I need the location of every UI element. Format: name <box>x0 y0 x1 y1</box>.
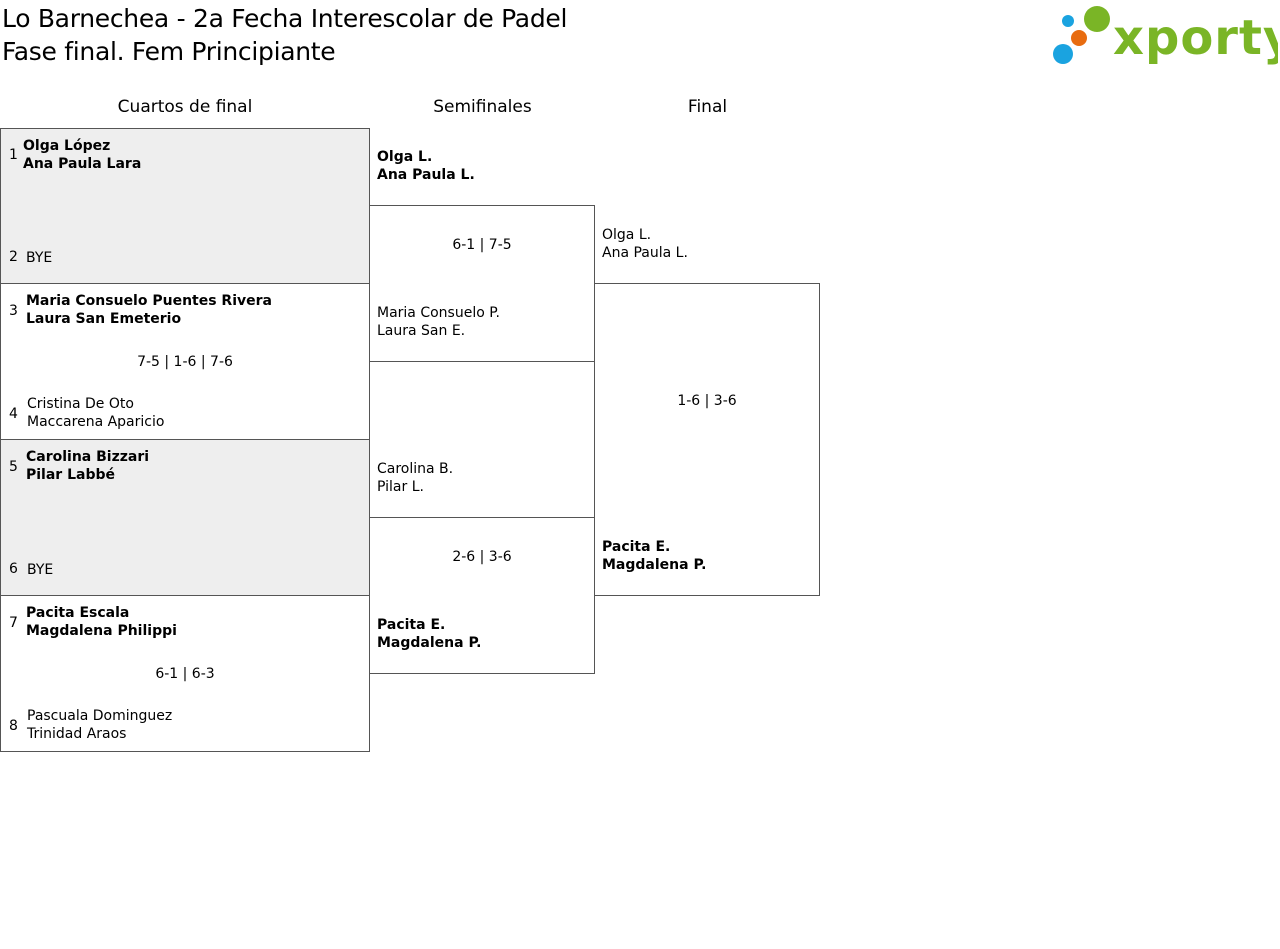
player-name: Ana Paula Lara <box>23 156 142 172</box>
player-name: Laura San Emeterio <box>26 311 182 327</box>
logo-dot-green <box>1084 6 1110 32</box>
quarterfinal-match-3: 5 Carolina Bizzari Pilar Labbé 6 BYE <box>0 439 370 596</box>
player-name: Pilar L. <box>377 479 424 495</box>
team-bottom: BYE <box>26 249 52 267</box>
player-name: Carolina Bizzari <box>26 449 150 465</box>
bye-label: BYE <box>27 562 54 578</box>
player-name: Trinidad Araos <box>27 726 127 742</box>
bye-label: BYE <box>26 250 53 266</box>
player-name: Maria Consuelo P. <box>377 305 500 321</box>
player-name: Pascuala Dominguez <box>27 708 173 724</box>
seed-number: 1 <box>9 147 18 163</box>
xporty-logo: xporty <box>1053 6 1278 66</box>
seed-number: 6 <box>9 561 18 577</box>
team-top: Maria Consuelo Puentes Rivera Laura San … <box>26 292 272 328</box>
player-name: Maria Consuelo Puentes Rivera <box>26 293 272 309</box>
player-name: Olga López <box>23 138 111 154</box>
player-name: Laura San E. <box>377 323 466 339</box>
player-name: Pacita Escala <box>26 605 130 621</box>
match-score: 7-5 | 1-6 | 7-6 <box>137 354 233 370</box>
logo-dot-blue-large <box>1053 44 1073 64</box>
quarterfinal-match-2: 3 Maria Consuelo Puentes Rivera Laura Sa… <box>0 283 370 440</box>
player-name: Pacita E. <box>602 539 671 555</box>
match-score: 6-1 | 7-5 <box>452 237 512 253</box>
tournament-title: Lo Barnechea - 2a Fecha Interescolar de … <box>2 4 568 33</box>
page-title: Lo Barnechea - 2a Fecha Interescolar de … <box>2 2 567 68</box>
seed-number: 3 <box>9 303 18 319</box>
player-name: Magdalena P. <box>377 635 482 651</box>
match-score: 6-1 | 6-3 <box>155 666 215 682</box>
player-name: Olga L. <box>377 149 433 165</box>
player-name: Maccarena Aparicio <box>27 414 165 430</box>
round-header-semifinals: Semifinales <box>433 97 532 117</box>
team-top: Pacita Escala Magdalena Philippi <box>26 604 177 640</box>
seed-number: 7 <box>9 615 18 631</box>
semifinal-2-team-top: Carolina B. Pilar L. <box>377 460 453 496</box>
seed-number: 8 <box>9 718 18 734</box>
logo-dot-orange <box>1071 30 1087 46</box>
player-name: Magdalena Philippi <box>26 623 177 639</box>
seed-number: 4 <box>9 406 18 422</box>
player-name: Carolina B. <box>377 461 454 477</box>
player-name: Pacita E. <box>377 617 446 633</box>
final-match: 1-6 | 3-6 Pacita E. Magdalena P. <box>594 283 820 596</box>
player-name: Ana Paula L. <box>377 167 475 183</box>
player-name: Cristina De Oto <box>27 396 134 412</box>
semifinal-match-2: 2-6 | 3-6 Pacita E. Magdalena P. <box>369 517 595 674</box>
team-bottom: Pascuala Dominguez Trinidad Araos <box>27 707 172 743</box>
semifinal-2-team-bottom: Pacita E. Magdalena P. <box>377 616 481 652</box>
logo-dot-blue-small <box>1062 15 1074 27</box>
player-name: Pilar Labbé <box>26 467 115 483</box>
player-name: Olga L. <box>602 227 652 243</box>
quarterfinal-match-4: 7 Pacita Escala Magdalena Philippi 6-1 |… <box>0 595 370 752</box>
match-score: 2-6 | 3-6 <box>452 549 512 565</box>
quarterfinal-match-1: 1 Olga López Ana Paula Lara 2 BYE <box>0 128 370 284</box>
match-score: 1-6 | 3-6 <box>677 393 737 409</box>
round-header-final: Final <box>687 97 728 117</box>
seed-number: 5 <box>9 459 18 475</box>
round-header-quarterfinals: Cuartos de final <box>117 97 253 117</box>
team-bottom: BYE <box>27 561 53 579</box>
player-name: Magdalena P. <box>602 557 707 573</box>
logo-wordmark: xporty <box>1113 10 1278 66</box>
final-team-top: Olga L. Ana Paula L. <box>602 226 688 262</box>
team-bottom: Cristina De Oto Maccarena Aparicio <box>27 395 164 431</box>
semifinal-1-team-top: Olga L. Ana Paula L. <box>377 148 475 184</box>
semifinal-match-1: 6-1 | 7-5 Maria Consuelo P. Laura San E. <box>369 205 595 362</box>
final-team-bottom: Pacita E. Magdalena P. <box>602 538 706 574</box>
team-top: Carolina Bizzari Pilar Labbé <box>26 448 149 484</box>
semifinal-1-team-bottom: Maria Consuelo P. Laura San E. <box>377 304 500 340</box>
seed-number: 2 <box>9 249 18 265</box>
phase-subtitle: Fase final. Fem Principiante <box>2 37 336 66</box>
player-name: Ana Paula L. <box>602 245 688 261</box>
team-top: Olga López Ana Paula Lara <box>23 137 141 173</box>
